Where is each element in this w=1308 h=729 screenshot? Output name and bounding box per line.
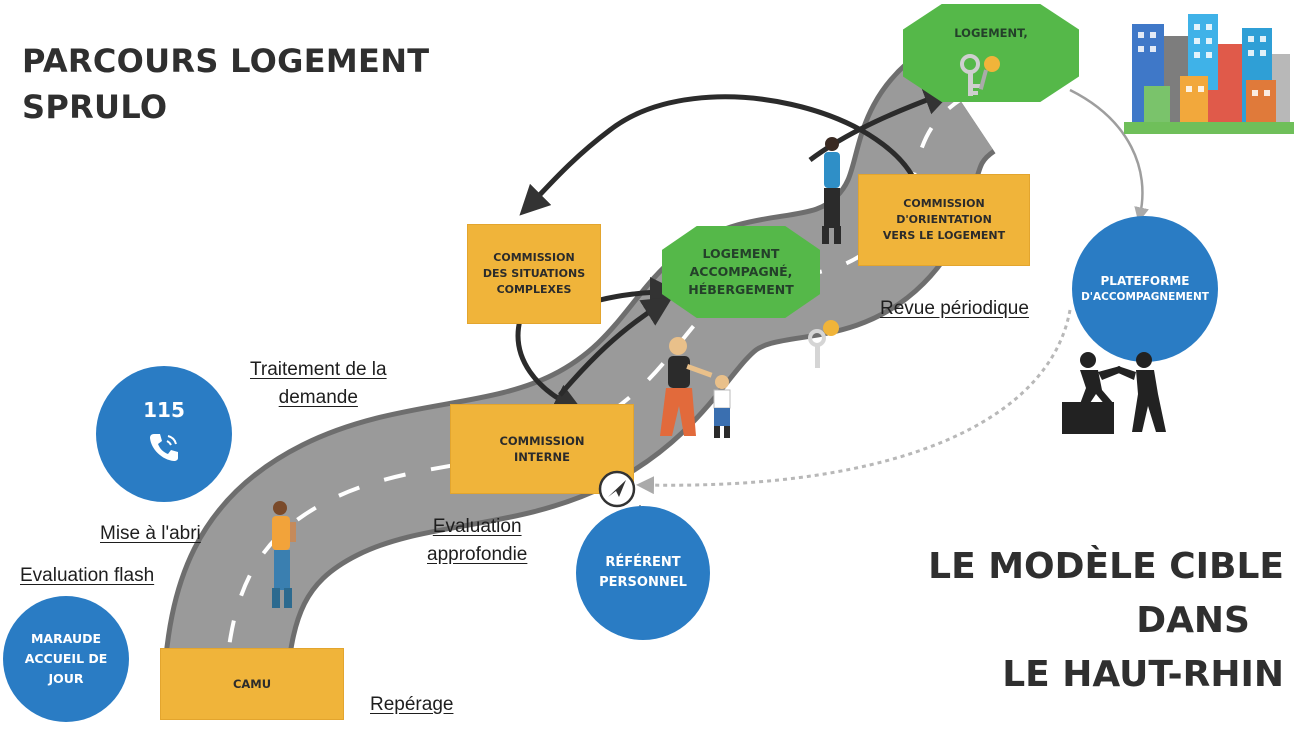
circle-referent-line2: PERSONNEL — [599, 575, 687, 590]
label-traitement-line1: Traitement de la — [250, 359, 387, 380]
box-camu: CAMU — [160, 648, 344, 720]
label-revue-periodique: Revue périodique — [880, 298, 1029, 319]
octagon-logement-accompagne: LOGEMENT ACCOMPAGNÉ, HÉBERGEMENT — [662, 226, 820, 318]
circle-referent-line1: RÉFÉRENT — [605, 555, 681, 570]
box-orientation-line2: D'ORIENTATION — [896, 213, 992, 226]
box-situations-line1: COMMISSION — [493, 251, 575, 264]
oct-logement-label: LOGEMENT, — [954, 26, 1028, 40]
box-commission-interne-line2: INTERNE — [514, 450, 570, 464]
side-title-line-1: LE MODÈLE CIBLE — [928, 546, 1284, 587]
octagon-logement: LOGEMENT, — [903, 4, 1079, 102]
box-situations-line3: COMPLEXES — [496, 283, 572, 296]
circle-plateforme-line1: PLATEFORME — [1100, 274, 1190, 288]
page-title: PARCOURS LOGEMENT SPRULO — [22, 38, 429, 130]
side-title-line-2: DANS — [1136, 600, 1250, 641]
oct-accompagne-line3: HÉBERGEMENT — [688, 282, 794, 297]
keys-road-icon — [808, 320, 839, 368]
box-orientation-line3: VERS LE LOGEMENT — [882, 229, 1006, 242]
circle-referent: RÉFÉRENT PERSONNEL — [576, 506, 710, 640]
label-mise-abri: Mise à l'abri — [100, 523, 201, 544]
title-line-1: PARCOURS LOGEMENT — [22, 42, 430, 80]
box-commission-situations: COMMISSION DES SITUATIONS COMPLEXES — [467, 224, 601, 324]
side-title-line-3: LE HAUT-RHIN — [1002, 654, 1284, 695]
box-orientation-line1: COMMISSION — [903, 197, 985, 210]
circle-maraude: MARAUDE ACCUEIL DE JOUR — [3, 596, 129, 722]
circle-maraude-line2: ACCUEIL DE — [24, 651, 108, 666]
box-commission-orientation: COMMISSION D'ORIENTATION VERS LE LOGEMEN… — [858, 174, 1030, 266]
circle-plateforme-line2: D'ACCOMPAGNEMENT — [1081, 291, 1209, 303]
walking-person-icon — [272, 501, 296, 608]
title-line-2: SPRULO — [22, 88, 168, 126]
box-situations-line2: DES SITUATIONS — [482, 267, 586, 280]
circle-115-label: 115 — [143, 398, 185, 422]
box-commission-interne-line1: COMMISSION — [499, 434, 585, 448]
circle-115: 115 — [96, 366, 232, 502]
oct-accompagne-line2: ACCOMPAGNÉ, — [689, 264, 793, 279]
box-camu-label: CAMU — [232, 677, 272, 691]
keys-icon — [960, 54, 1000, 96]
circle-maraude-line3: JOUR — [48, 671, 84, 686]
compass-icon — [598, 470, 636, 508]
oct-accompagne-line1: LOGEMENT — [702, 246, 780, 261]
woman-walking-icon — [822, 137, 841, 244]
label-evaluation-flash: Evaluation flash — [20, 565, 155, 586]
mother-child-icon — [660, 337, 731, 438]
label-traitement-line2: demande — [278, 387, 358, 408]
label-evaluation-approfondie: Evaluation approfondie — [427, 513, 527, 569]
helping-hand-icon — [1062, 352, 1166, 434]
circle-plateforme: PLATEFORME D'ACCOMPAGNEMENT — [1072, 216, 1218, 362]
city-buildings-icon — [1124, 14, 1294, 134]
label-reperage: Repérage — [370, 694, 454, 715]
label-traitement: Traitement de la demande — [250, 356, 387, 412]
circle-maraude-line1: MARAUDE — [30, 631, 102, 646]
label-eval-approfondie-line2: approfondie — [427, 544, 528, 565]
phone-icon — [150, 434, 178, 461]
label-eval-approfondie-line1: Evaluation — [432, 516, 522, 537]
side-title: LE MODÈLE CIBLE DANS LE HAUT-RHIN — [928, 540, 1284, 702]
